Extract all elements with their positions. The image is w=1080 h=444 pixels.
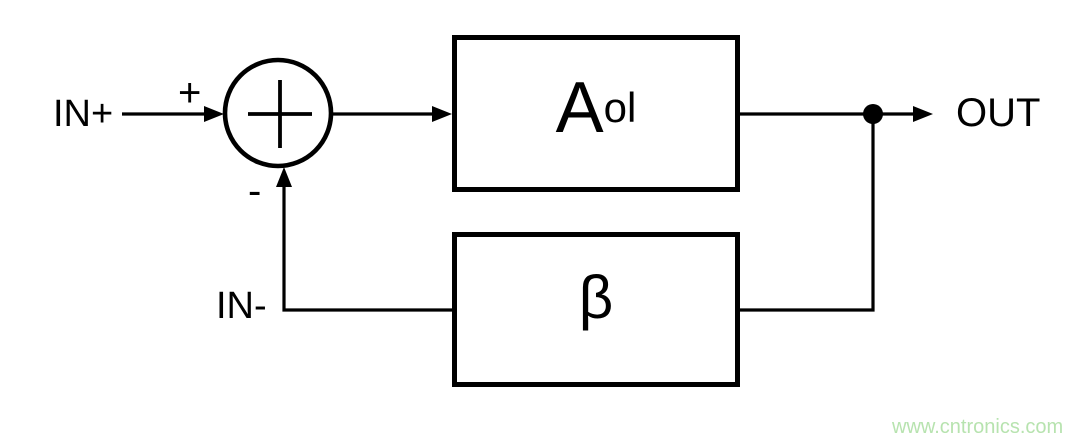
label-in-plus: IN+ [53,93,114,135]
gain-input-arrowhead-icon [432,106,452,122]
watermark-text: www.cntronics.com [892,416,1064,438]
gain-symbol: A [555,67,604,148]
label-plus-sign: + [178,71,202,115]
input-arrowhead-icon [204,106,224,122]
feedback-block-label: β [452,220,740,375]
gain-subscript: ol [603,83,637,131]
label-out: OUT [956,91,1041,135]
feedback-block-box [452,232,740,387]
gain-block-box [452,35,740,192]
output-arrowhead-icon [913,106,933,122]
feedback-return-wire [282,185,454,312]
output-and-feedback-wire [737,112,875,312]
output-node-dot [863,104,883,124]
feedback-arrowhead-icon [276,167,292,187]
label-minus-sign: - [248,169,262,213]
beta-symbol: β [578,263,614,331]
label-in-minus: IN- [216,285,267,327]
